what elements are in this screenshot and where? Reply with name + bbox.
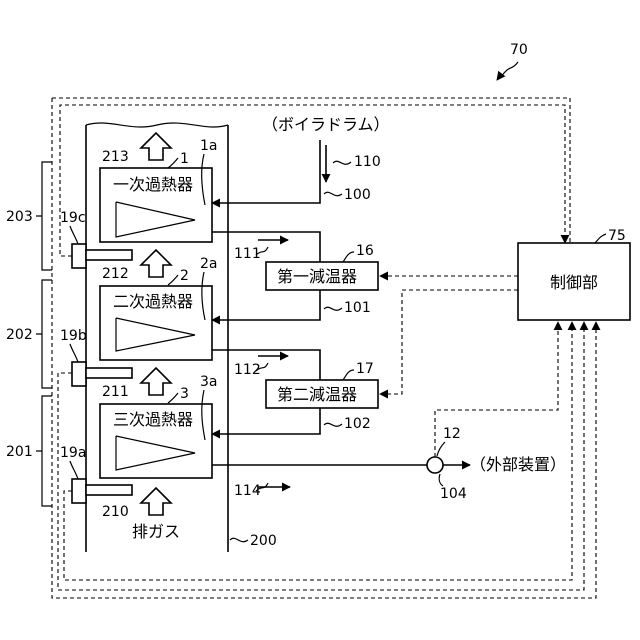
ref-2a: 2a xyxy=(200,256,218,272)
ref-12: 12 xyxy=(443,426,461,442)
superheater-3-label: 三次過熱器 xyxy=(113,410,193,429)
ref-1: 1 xyxy=(180,151,189,167)
external-device-label: （外部装置） xyxy=(470,455,566,474)
ref-2: 2 xyxy=(180,268,189,284)
control-unit-label: 制御部 xyxy=(550,273,598,292)
sensor-19c-probe xyxy=(86,250,132,260)
sensor-19b-probe xyxy=(86,368,132,378)
ref-101: 101 xyxy=(344,300,371,316)
zone-label-201: 201 xyxy=(6,444,33,460)
superheater-2-label: 二次過熱器 xyxy=(113,292,193,311)
ref-100: 100 xyxy=(344,187,371,203)
sensor-19b xyxy=(72,362,86,386)
sensor-19c xyxy=(72,244,86,268)
exhaust-gas-label: 排ガス xyxy=(132,522,180,541)
ref-19a: 19a xyxy=(60,445,86,461)
gas-arrow-213 xyxy=(141,133,171,160)
ref-104: 104 xyxy=(440,486,467,502)
attemperator-17-label: 第二減温器 xyxy=(277,385,357,404)
ref-110: 110 xyxy=(354,154,381,170)
ref-211: 211 xyxy=(102,384,129,400)
ref-3a: 3a xyxy=(200,374,218,390)
ref-17: 17 xyxy=(356,361,374,377)
flue-duct-top-break xyxy=(86,123,228,127)
zone-brace-203 xyxy=(36,162,52,270)
control-signal-17 xyxy=(380,290,518,394)
sensor-19a-probe xyxy=(86,485,132,495)
boiler-drum-label: （ボイラドラム） xyxy=(262,115,390,134)
ref-70: 70 xyxy=(510,42,528,58)
gas-arrow-212 xyxy=(141,250,171,277)
gas-arrow-210 xyxy=(141,488,171,515)
zone-label-202: 202 xyxy=(6,327,33,343)
attemperator-16-label: 第一減温器 xyxy=(277,267,357,286)
ref-3: 3 xyxy=(180,386,189,402)
gas-arrow-211 xyxy=(141,368,171,395)
ref-210: 210 xyxy=(102,504,129,520)
zone-brace-201 xyxy=(36,396,52,506)
valve-12 xyxy=(427,457,443,473)
ref-213: 213 xyxy=(102,149,129,165)
ref-16: 16 xyxy=(356,243,374,259)
ref-75: 75 xyxy=(608,228,626,244)
ref-19b: 19b xyxy=(60,328,87,344)
ref-1a: 1a xyxy=(200,138,218,154)
ref-19c: 19c xyxy=(60,210,86,226)
superheater-1-label: 一次過熱器 xyxy=(113,175,193,194)
sensor-19a xyxy=(72,479,86,503)
zone-label-203: 203 xyxy=(6,209,33,225)
ref-102: 102 xyxy=(344,416,371,432)
ref-200: 200 xyxy=(250,533,277,549)
ref-212: 212 xyxy=(102,266,129,282)
zone-brace-202 xyxy=(36,280,52,388)
